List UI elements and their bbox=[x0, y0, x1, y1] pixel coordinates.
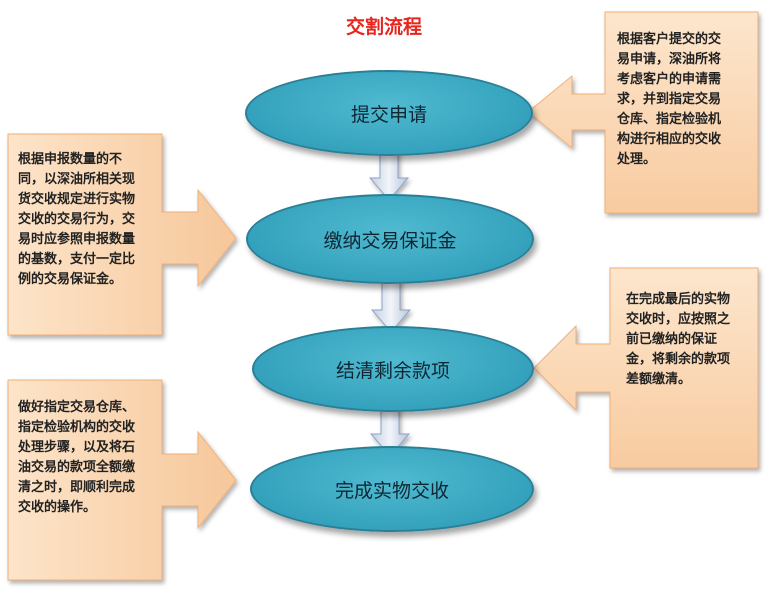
callout-line: 油交易的款项全额缴 bbox=[18, 460, 136, 475]
callout-line: 指定检验机构的交收 bbox=[18, 420, 136, 435]
callout-line: 仓库、指定检验机 bbox=[617, 112, 722, 127]
callout-line: 货交收规定进行实物 bbox=[18, 192, 136, 207]
step-ellipse-4: 完成实物交收 bbox=[250, 446, 534, 532]
callout-line: 易时应参照申报数量 bbox=[18, 232, 136, 247]
callout-line: 易申请，深油所将 bbox=[617, 52, 722, 67]
callout-line: 根据申报数量的不 bbox=[18, 152, 123, 167]
callout-shape-3 bbox=[533, 267, 759, 469]
callout-line: 根据客户提交的交 bbox=[617, 32, 722, 47]
callout-line: 处理步骤，以及将石 bbox=[18, 440, 136, 455]
callout-text-4: 做好指定交易仓库、 指定检验机构的交收 处理步骤，以及将石 油交易的款项全额缴 … bbox=[18, 398, 135, 518]
callout-text-2: 根据申报数量的不 同，以深油所相关现 货交收规定进行实物 交收的交易行为，交 易… bbox=[18, 150, 135, 290]
callout-line: 处理。 bbox=[617, 152, 657, 167]
callout-shape-1 bbox=[527, 11, 759, 214]
step-label-4: 完成实物交收 bbox=[334, 479, 449, 502]
callout-line: 清之时，即顺利完成 bbox=[18, 480, 136, 495]
step-ellipse-1: 提交申请 bbox=[245, 70, 533, 156]
callout-line: 交收的操作。 bbox=[18, 500, 97, 515]
callout-line: 构进行相应的交收 bbox=[617, 132, 722, 147]
callout-line: 前已缴纳的保证 bbox=[626, 332, 718, 347]
step-label-1: 提交申请 bbox=[350, 103, 427, 126]
callout-line: 同，以深油所相关现 bbox=[18, 172, 136, 187]
callout-shape-4 bbox=[7, 379, 237, 581]
step-ellipse-3: 结清剩余款项 bbox=[252, 326, 534, 412]
callout-line: 的基数，支付一定比 bbox=[18, 252, 136, 267]
callout-line: 在完成最后的实物 bbox=[626, 292, 731, 307]
callout-line: 考虑客户的申请需 bbox=[617, 72, 722, 87]
step-ellipse-2: 缴纳交易保证金 bbox=[246, 194, 534, 284]
callout-line: 金，将剩余的款项 bbox=[626, 352, 731, 367]
callout-line: 交收的交易行为，交 bbox=[18, 212, 136, 227]
callout-line: 做好指定交易仓库、 bbox=[18, 400, 136, 415]
step-label-3: 结清剩余款项 bbox=[335, 359, 450, 382]
callout-text-1: 根据客户提交的交 易申请，深油所将 考虑客户的申请需 求，并到指定交易 仓库、指… bbox=[617, 30, 721, 170]
callout-line: 例的交易保证金。 bbox=[18, 272, 123, 287]
down-arrow-2 bbox=[370, 275, 412, 333]
callout-text-3: 在完成最后的实物 交收时，应按照之 前已缴纳的保证 金，将剩余的款项 差额缴清。 bbox=[626, 290, 730, 390]
diagram-title: 交割流程 bbox=[345, 16, 422, 38]
step-label-2: 缴纳交易保证金 bbox=[323, 229, 457, 252]
callout-line: 交收时，应按照之 bbox=[626, 312, 731, 327]
callout-shape-2 bbox=[7, 133, 237, 336]
callout-line: 求，并到指定交易 bbox=[617, 92, 722, 107]
callout-line: 差额缴清。 bbox=[626, 372, 692, 387]
